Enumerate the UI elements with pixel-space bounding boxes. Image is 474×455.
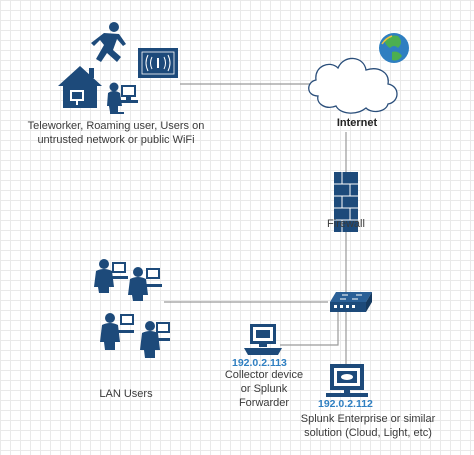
collector-label-line1: Collector device xyxy=(224,369,304,381)
desktop-user-icon xyxy=(107,82,138,114)
remote-users-label: Teleworker, Roaming user, Users on untru… xyxy=(20,119,212,147)
remote-users-label-line1: Teleworker, Roaming user, Users on xyxy=(27,120,205,132)
collector-ip: 192.0.2.113 xyxy=(232,357,287,369)
collector-label-line2: or Splunk xyxy=(240,383,288,395)
internet-label: Internet xyxy=(336,117,378,129)
house-icon xyxy=(58,66,102,108)
collector-label: Collector device or Splunk Forwarder xyxy=(216,368,312,410)
cloud-icon xyxy=(308,57,398,114)
splunk-label-line1: Splunk Enterprise or similar xyxy=(300,413,436,425)
lan-users-group xyxy=(94,259,170,358)
switch-icon xyxy=(330,292,372,312)
workstation-icon xyxy=(244,324,282,355)
desktop-user-icon xyxy=(128,267,162,301)
globe-icon xyxy=(379,33,409,63)
collector-label-line3: Forwarder xyxy=(238,397,290,409)
desktop-user-icon xyxy=(140,321,170,358)
running-person-icon xyxy=(91,22,126,62)
connectors xyxy=(164,83,347,364)
firewall-icon xyxy=(334,172,358,232)
wireless-access-point-icon xyxy=(138,48,178,78)
server-icon xyxy=(326,364,368,397)
lan-users-label: LAN Users xyxy=(99,388,153,400)
desktop-user-icon xyxy=(100,313,134,350)
link-switch-collector xyxy=(280,312,339,346)
splunk-label-line2: solution (Cloud, Light, etc) xyxy=(304,427,432,439)
splunk-ip: 192.0.2.112 xyxy=(318,398,373,410)
firewall-label: Firewall xyxy=(327,218,365,230)
desktop-user-icon xyxy=(94,259,128,293)
remote-users-label-line2: untrusted network or public WiFi xyxy=(37,134,195,146)
splunk-label: Splunk Enterprise or similar solution (C… xyxy=(296,412,440,440)
